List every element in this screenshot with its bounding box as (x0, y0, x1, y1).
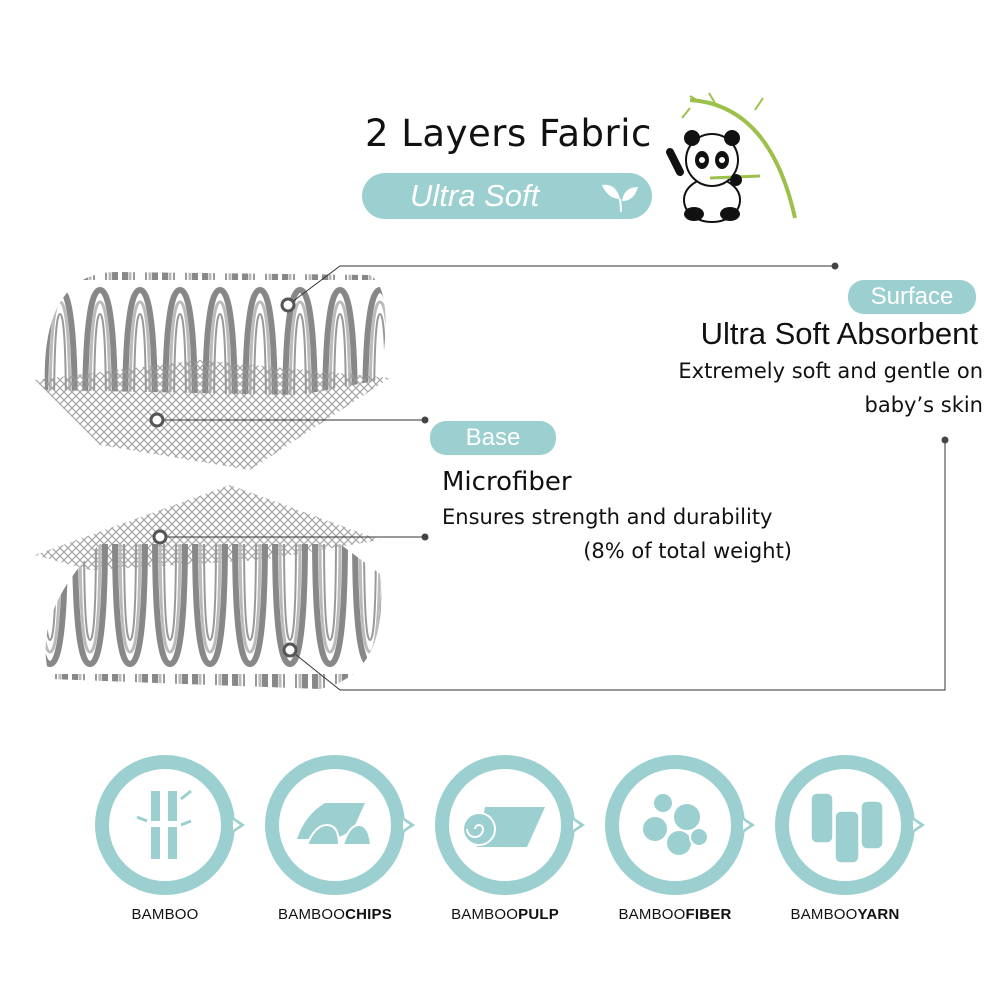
process-label: BAMBOO (80, 906, 250, 923)
surface-desc-line: baby’s skin (864, 393, 984, 417)
label-suffix: CHIPS (345, 906, 392, 923)
surface-desc-line: Extremely soft and gentle on (678, 359, 983, 383)
process-label: BAMBOOPULP (420, 906, 590, 923)
base-desc-line: (8% of total weight) (583, 539, 792, 563)
surface-layer (35, 271, 390, 470)
panda-mascot (666, 92, 797, 223)
callout-lines (157, 265, 946, 691)
base-layer (35, 485, 382, 689)
label-prefix: BAMBOO (618, 906, 686, 923)
page-title: 2 Layers Fabric (365, 112, 652, 155)
process-step-chips (265, 755, 415, 895)
process-step-pulp (435, 755, 585, 895)
callout-dots (421, 262, 949, 541)
bamboo-yarn-icon (810, 792, 884, 864)
surface-title: Ultra Soft Absorbent (700, 316, 978, 351)
surface-description: Extremely soft and gentle on baby’s skin (620, 354, 983, 422)
label-prefix: BAMBOO (131, 906, 199, 923)
fabric-layers-diagram (35, 262, 949, 691)
bamboo-chips-icon (297, 803, 373, 846)
ultra-soft-badge: Ultra Soft (362, 173, 652, 219)
process-step-yarn (775, 755, 925, 895)
label-suffix: YARN (857, 906, 900, 923)
bamboo-fiber-icon (641, 792, 709, 857)
process-step-fiber (605, 755, 755, 895)
process-label: BAMBOOFIBER (590, 906, 760, 923)
label-prefix: BAMBOO (790, 906, 858, 923)
bamboo-pulp-icon (462, 807, 545, 847)
surface-tag: Surface (848, 280, 976, 314)
leaf-icon (602, 184, 638, 213)
bamboo-icon (136, 789, 192, 859)
process-label: BAMBOOCHIPS (250, 906, 420, 923)
layer-markers (149, 297, 298, 658)
base-description: Ensures strength and durability (8% of t… (442, 500, 792, 568)
label-suffix: PULP (518, 906, 559, 923)
label-prefix: BAMBOO (278, 906, 346, 923)
badge-label: Ultra Soft (410, 178, 540, 213)
base-title: Microfiber (442, 467, 572, 497)
process-label: BAMBOOYARN (760, 906, 930, 923)
process-steps (95, 755, 925, 895)
label-suffix: FIBER (685, 906, 732, 923)
label-prefix: BAMBOO (451, 906, 519, 923)
process-step-bamboo (95, 755, 245, 895)
base-desc-line: Ensures strength and durability (442, 505, 773, 529)
base-tag: Base (430, 421, 556, 455)
